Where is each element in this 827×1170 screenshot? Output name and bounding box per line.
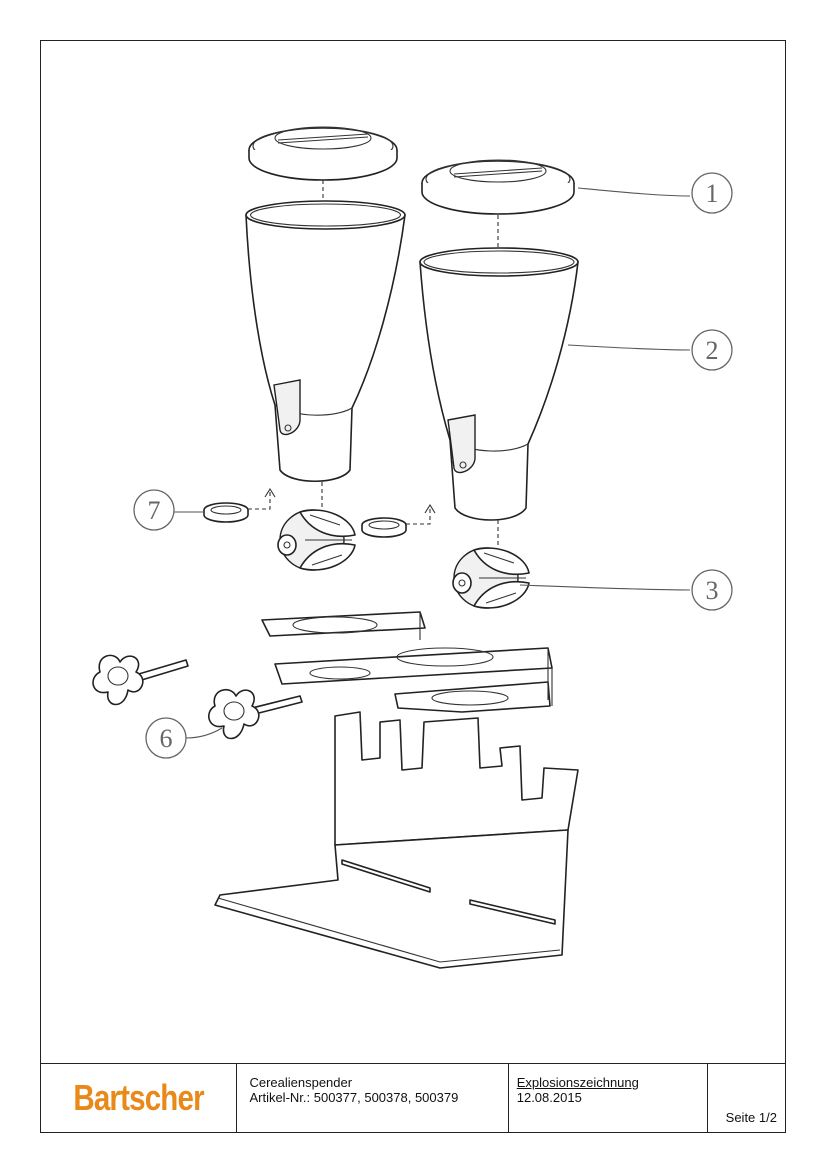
left-dispensing-wheel (277, 509, 356, 571)
left-lid (248, 126, 398, 181)
exploded-view-drawing: 1 2 3 6 7 (92, 126, 733, 969)
document-type: Explosionszeichnung (516, 1075, 639, 1090)
right-lid (421, 159, 575, 215)
left-seal-ring (203, 502, 249, 523)
svg-text:1: 1 (706, 179, 719, 208)
right-dispensing-wheel (452, 547, 530, 609)
article-numbers: Artikel-Nr.: 500377, 500378, 500379 (249, 1090, 459, 1105)
svg-text:3: 3 (706, 576, 719, 605)
callout-6: 6 (145, 717, 187, 759)
page-cell: Seite 1/2 (708, 1064, 785, 1132)
brand-logo: Bartscher (73, 1077, 204, 1118)
document-type-cell: Explosionszeichnung 12.08.2015 (509, 1064, 709, 1132)
document-date: 12.08.2015 (516, 1090, 582, 1105)
callout-7: 7 (133, 489, 175, 531)
description-cell: Cerealienspender Artikel-Nr.: 500377, 50… (237, 1064, 509, 1132)
svg-text:7: 7 (148, 496, 161, 525)
product-name: Cerealienspender (249, 1075, 353, 1090)
logo-cell: Bartscher (41, 1064, 238, 1132)
right-container (419, 247, 579, 521)
title-block: Bartscher Cerealienspender Artikel-Nr.: … (40, 1063, 786, 1133)
callout-3: 3 (691, 569, 733, 611)
page-number: Seite 1/2 (725, 1110, 777, 1125)
callout-2: 2 (691, 329, 733, 371)
svg-text:6: 6 (160, 724, 173, 753)
holder-bracket (261, 611, 553, 713)
right-thumb-screw (208, 688, 303, 740)
callout-1: 1 (691, 172, 733, 214)
base-stand (214, 711, 579, 969)
left-container (245, 200, 406, 483)
right-seal-ring (361, 517, 407, 538)
left-thumb-screw (92, 654, 189, 706)
svg-text:2: 2 (706, 336, 719, 365)
